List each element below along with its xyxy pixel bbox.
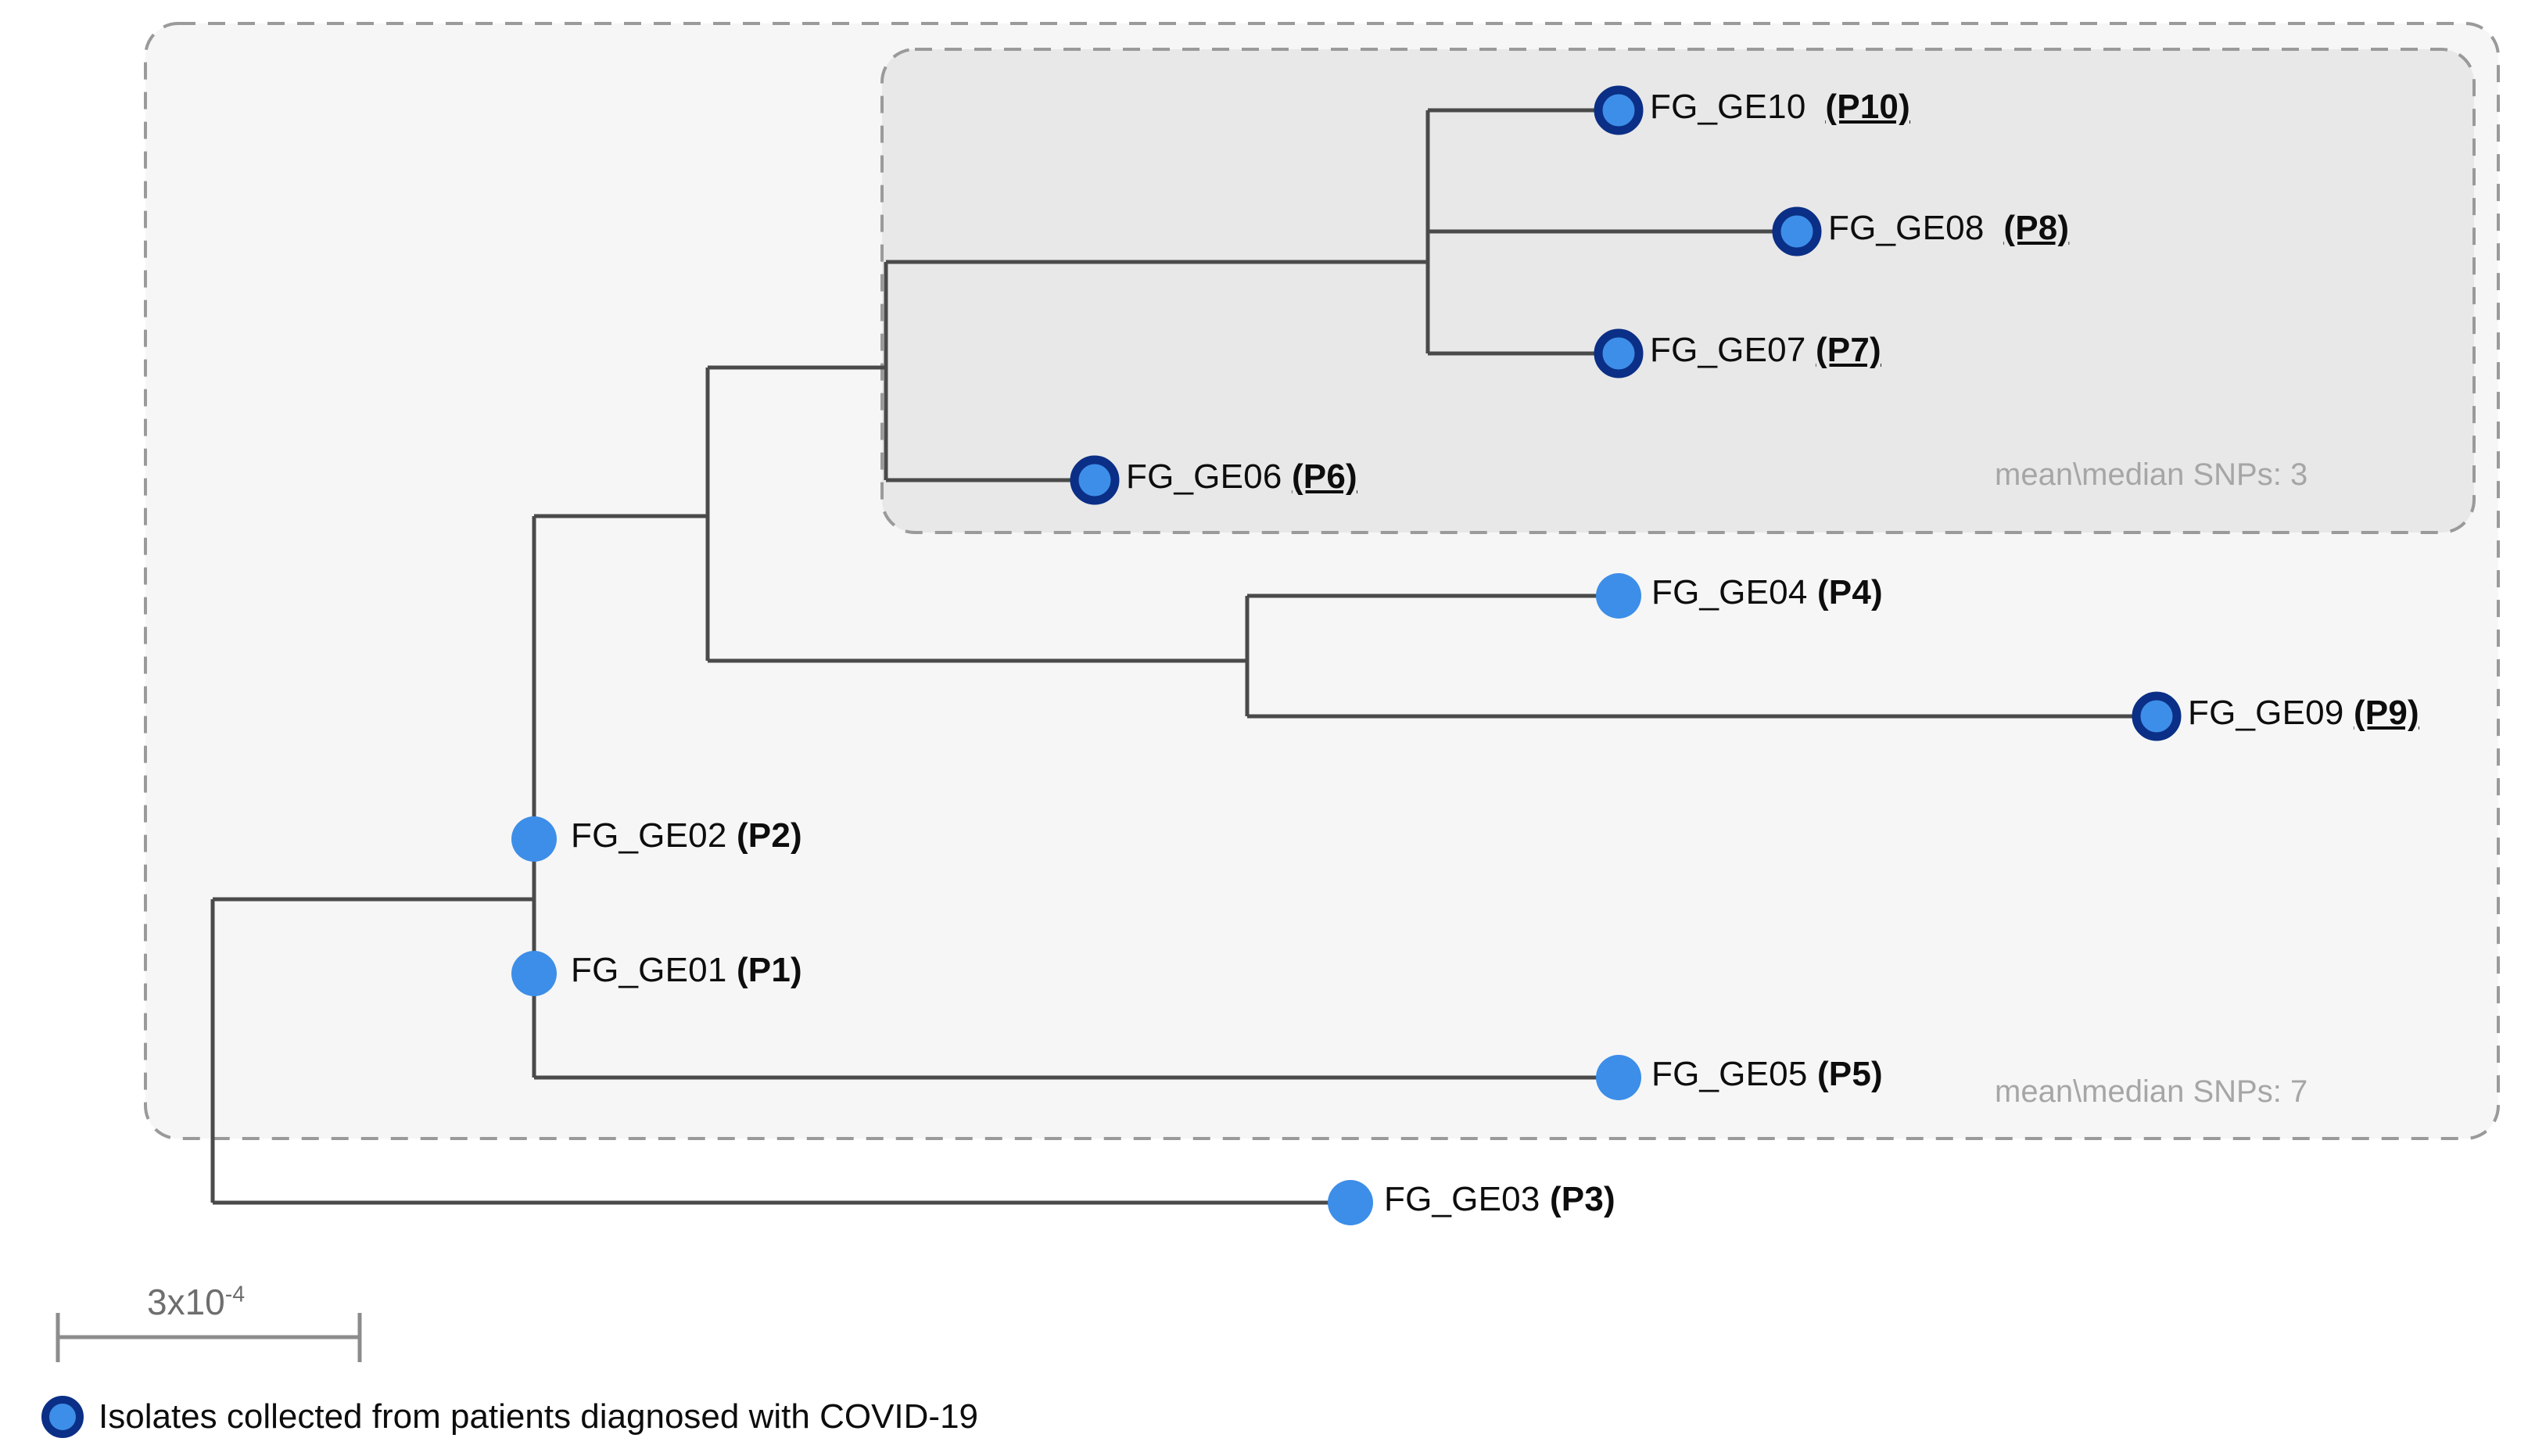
tip-node-ge02[interactable]: [511, 816, 557, 862]
tip-name-ge02: FG_GE02: [571, 816, 727, 855]
tip-label-ge04: FG_GE04 (P4): [1651, 573, 1883, 612]
tip-name-ge06: FG_GE06: [1126, 457, 1282, 496]
scale-bar-label: 3x10-4: [147, 1281, 245, 1323]
legend-label: Isolates collected from patients diagnos…: [99, 1397, 979, 1436]
tip-label-ge07: FG_GE07 (P7): [1650, 331, 1881, 370]
tip-patient-ge10: (P10): [1825, 88, 1910, 126]
tip-name-ge01: FG_GE01: [571, 951, 727, 989]
tip-patient-ge05: (P5): [1816, 1055, 1883, 1093]
tip-label-ge09: FG_GE09 (P9): [2188, 694, 2419, 733]
tip-patient-ge08: (P8): [2003, 209, 2070, 247]
tip-patient-ge07: (P7): [1815, 331, 1881, 369]
tip-name-ge08: FG_GE08: [1828, 209, 1985, 247]
tip-node-ge08[interactable]: [1772, 206, 1822, 256]
tree-branches: [210, 108, 2157, 1205]
tip-label-ge06: FG_GE06 (P6): [1126, 457, 1357, 497]
tip-patient-ge03: (P3): [1549, 1180, 1615, 1218]
tip-label-ge10: FG_GE10 (P10): [1650, 88, 1910, 127]
tip-node-ge05[interactable]: [1596, 1055, 1641, 1100]
tip-label-ge03: FG_GE03 (P3): [1384, 1180, 1615, 1219]
tip-node-ge06[interactable]: [1070, 455, 1120, 505]
tip-patient-ge04: (P4): [1816, 573, 1883, 611]
tip-nodes: [511, 85, 2182, 1225]
tip-patient-ge09: (P9): [2353, 694, 2419, 732]
tip-node-ge03[interactable]: [1328, 1180, 1373, 1225]
tip-name-ge10: FG_GE10: [1650, 88, 1806, 126]
tip-node-ge01[interactable]: [511, 951, 557, 996]
tip-label-ge01: FG_GE01 (P1): [571, 951, 802, 990]
outer-cluster-snp-annotation: mean\median SNPs: 7: [1995, 1074, 2308, 1109]
tip-name-ge07: FG_GE07: [1650, 331, 1806, 369]
tip-name-ge03: FG_GE03: [1384, 1180, 1540, 1218]
tip-label-ge05: FG_GE05 (P5): [1651, 1055, 1883, 1094]
tip-node-ge09[interactable]: [2132, 691, 2182, 741]
scale-bar: [56, 1313, 362, 1362]
tip-patient-ge06: (P6): [1291, 457, 1357, 496]
inner-cluster-snp-annotation: mean\median SNPs: 3: [1995, 457, 2308, 492]
tip-label-ge02: FG_GE02 (P2): [571, 816, 802, 855]
scale-bar-label-mantissa: 3x10: [147, 1282, 225, 1322]
tip-patient-ge01: (P1): [736, 951, 802, 989]
tip-patient-ge02: (P2): [736, 816, 802, 855]
inner-cluster-box: [880, 48, 2476, 534]
tip-name-ge09: FG_GE09: [2188, 694, 2344, 732]
tip-label-ge08: FG_GE08 (P8): [1828, 209, 2069, 248]
tip-node-ge04[interactable]: [1596, 573, 1641, 619]
tip-name-ge05: FG_GE05: [1651, 1055, 1808, 1093]
tip-name-ge04: FG_GE04: [1651, 573, 1808, 611]
scale-bar-label-exponent: -4: [224, 1282, 246, 1307]
tip-node-ge10[interactable]: [1594, 85, 1644, 135]
legend-marker-icon: [41, 1396, 84, 1438]
tip-node-ge07[interactable]: [1594, 328, 1644, 378]
